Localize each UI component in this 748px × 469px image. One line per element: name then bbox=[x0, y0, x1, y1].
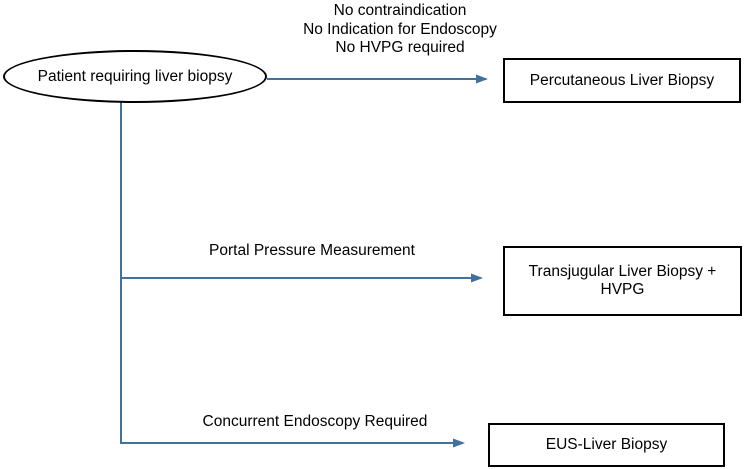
start-node-label: Patient requiring liver biopsy bbox=[37, 67, 233, 85]
outcome-box-transjugular: Transjugular Liver Biopsy + HVPG bbox=[503, 246, 742, 316]
start-node-patient: Patient requiring liver biopsy bbox=[3, 50, 267, 103]
outcome-label-percutaneous: Percutaneous Liver Biopsy bbox=[529, 71, 715, 89]
outcome-box-eus: EUS-Liver Biopsy bbox=[488, 423, 725, 467]
outcome-box-percutaneous: Percutaneous Liver Biopsy bbox=[503, 58, 741, 103]
condition-label-portal-pressure: Portal Pressure Measurement bbox=[209, 242, 415, 259]
outcome-label-eus: EUS-Liver Biopsy bbox=[545, 436, 668, 453]
condition-label-concurrent-endoscopy: Concurrent Endoscopy Required bbox=[202, 413, 428, 430]
outcome-label-transjugular: Transjugular Liver Biopsy + HVPG bbox=[528, 263, 717, 298]
condition-label-no-contraindication: No contraindication No Indication for En… bbox=[303, 2, 497, 56]
